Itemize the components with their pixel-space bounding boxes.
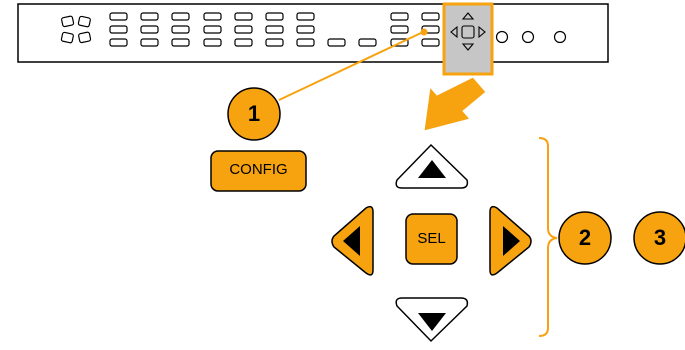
callout-1-leader — [278, 32, 422, 101]
up-arrow-button[interactable] — [395, 143, 469, 189]
mini-left-arrow-icon — [450, 25, 458, 39]
mini-down-arrow-icon — [461, 43, 475, 51]
sel-button[interactable] — [405, 213, 458, 265]
mini-up-arrow-icon — [461, 12, 475, 20]
right-arrow-icon — [503, 226, 520, 256]
nav-cluster-mini — [450, 12, 486, 51]
front-panel — [17, 2, 609, 76]
callout-1-leader-dot — [420, 28, 428, 36]
callout-3 — [633, 211, 685, 265]
zoom-arrow-icon — [423, 76, 487, 132]
panel-key-grid — [109, 12, 440, 47]
right-arrow-button[interactable] — [489, 205, 532, 276]
panel-knobs — [495, 30, 567, 44]
left-arrow-icon — [343, 226, 360, 256]
up-arrow-icon — [418, 160, 446, 178]
callout-2 — [558, 211, 612, 265]
mini-sel-button — [461, 25, 475, 39]
nav-cluster-highlight — [442, 2, 494, 76]
config-button[interactable] — [210, 150, 307, 192]
callout-1 — [227, 87, 281, 141]
bracket-icon — [538, 137, 558, 337]
down-arrow-icon — [418, 313, 446, 331]
left-arrow-button[interactable] — [331, 205, 374, 276]
mini-right-arrow-icon — [478, 25, 486, 39]
down-arrow-button[interactable] — [395, 297, 469, 343]
panel-logo-icon — [60, 15, 92, 44]
